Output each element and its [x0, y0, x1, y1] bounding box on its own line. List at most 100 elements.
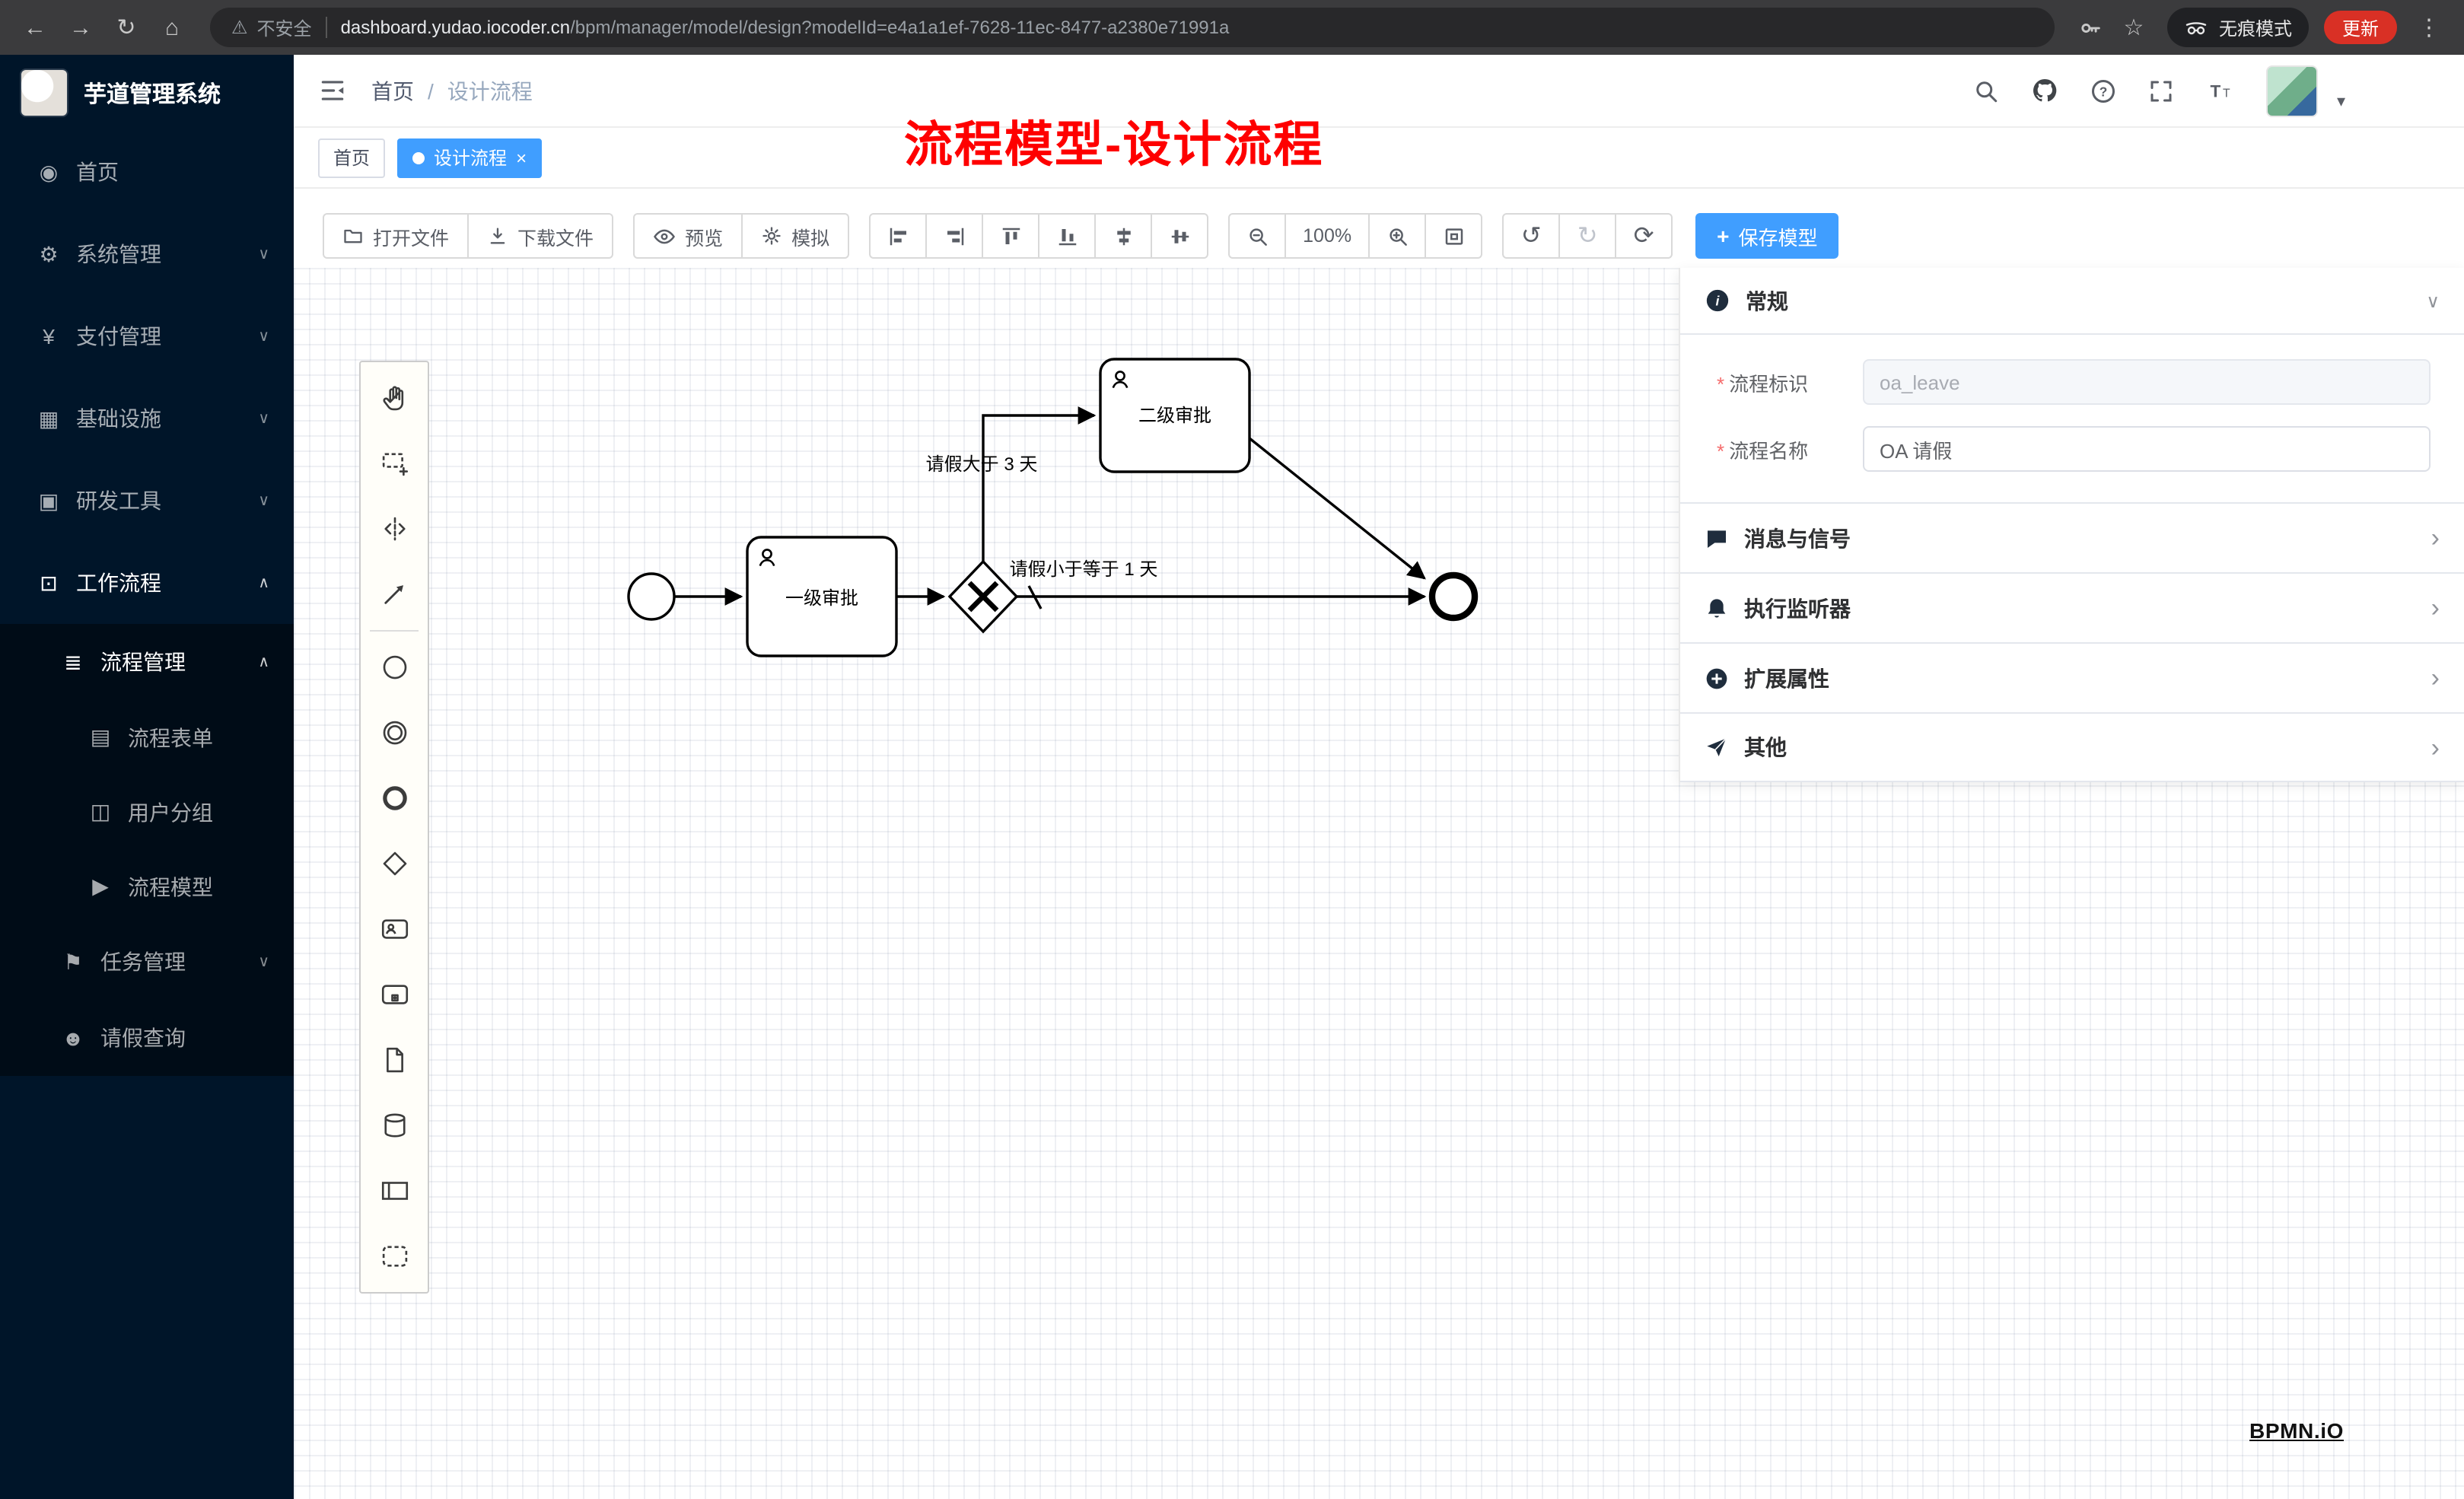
section-other[interactable]: 其他 ›	[1680, 712, 2464, 782]
palette-divider	[370, 630, 419, 632]
create-intermediate-event[interactable]	[361, 700, 428, 765]
annotation-title: 流程模型-设计流程	[904, 117, 1324, 172]
sidebar-item-user-group[interactable]: ◫ 用户分组	[0, 775, 294, 849]
sidebar-collapse-icon[interactable]	[318, 76, 347, 105]
save-model-button[interactable]: + 保存模型	[1695, 213, 1839, 259]
global-connect-tool[interactable]	[361, 562, 428, 627]
browser-update-button[interactable]: 更新	[2323, 11, 2397, 44]
incognito-badge[interactable]: 无痕模式	[2166, 8, 2309, 47]
align-right-button[interactable]	[925, 213, 984, 259]
avatar[interactable]	[2266, 65, 2319, 116]
zoom-fit-button[interactable]	[1425, 213, 1483, 259]
general-section-header[interactable]: i 常规 ∨	[1680, 268, 2464, 335]
github-icon[interactable]	[2031, 76, 2060, 105]
sidebar-item-workflow[interactable]: ⊡ 工作流程 ∧	[0, 542, 294, 624]
create-end-event[interactable]	[361, 765, 428, 831]
user-task-level1[interactable]: 一级审批	[746, 536, 898, 657]
flow-gateway-to-task2[interactable]	[982, 406, 1097, 562]
create-user-task[interactable]	[361, 896, 428, 962]
breadcrumb-home[interactable]: 首页	[371, 78, 414, 103]
create-call-activity[interactable]	[361, 962, 428, 1027]
fit-screen-icon	[1444, 228, 1463, 244]
undo-button[interactable]: ↺	[1502, 213, 1561, 259]
address-bar[interactable]: ⚠ 不安全 dashboard.yudao.iocoder.cn/bpm/man…	[210, 8, 2055, 47]
sidebar-item-process-model[interactable]: ▶ 流程模型	[0, 849, 294, 924]
section-extended-properties[interactable]: 扩展属性 ›	[1680, 642, 2464, 712]
sidebar-item-system[interactable]: ⚙ 系统管理 ∨	[0, 213, 294, 295]
chevron-right-icon: ›	[2431, 733, 2440, 762]
start-event[interactable]	[627, 572, 676, 621]
plus-icon: +	[1717, 224, 1730, 248]
align-left-button[interactable]	[869, 213, 928, 259]
process-name-field-row: *流程名称	[1717, 426, 2431, 472]
align-center-vertical-button[interactable]	[1151, 213, 1209, 259]
sidebar-item-process-form[interactable]: ▤ 流程表单	[0, 700, 294, 775]
download-file-button[interactable]: 下载文件	[467, 213, 614, 259]
browser-forward-button[interactable]: →	[69, 14, 92, 40]
sidebar-item-payment[interactable]: ¥ 支付管理 ∨	[0, 295, 294, 377]
bpmn-diagram[interactable]: 一级审批 请假大于 3 天 请假小于等于 1 天 二级审批	[294, 268, 2464, 1499]
user-task-level2[interactable]: 二级审批	[1099, 358, 1251, 473]
bpmn-io-logo[interactable]: BPMN.iO	[2249, 1418, 2344, 1443]
sidebar-item-devtools[interactable]: ▣ 研发工具 ∨	[0, 460, 294, 542]
caret-down-icon[interactable]: ▾	[2336, 93, 2345, 111]
condition-label-gt3[interactable]: 请假大于 3 天	[926, 454, 1038, 475]
hand-tool[interactable]	[361, 365, 428, 431]
tab-home[interactable]: 首页	[318, 138, 386, 177]
flow-task2-to-end[interactable]	[1248, 437, 1426, 580]
bpmn-palette	[359, 361, 429, 1294]
align-bottom-button[interactable]	[1038, 213, 1097, 259]
sidebar-item-label: 流程表单	[128, 725, 213, 750]
security-label[interactable]: 不安全	[256, 18, 312, 39]
create-group[interactable]	[361, 1224, 428, 1289]
redo-button[interactable]: ↻	[1558, 213, 1617, 259]
help-icon[interactable]: ?	[2090, 77, 2118, 104]
simulate-button[interactable]: 模拟	[741, 213, 850, 259]
sidebar-item-process-management[interactable]: ≣ 流程管理 ∧	[0, 624, 294, 700]
sidebar-item-home[interactable]: ◉ 首页	[0, 131, 294, 213]
align-top-button[interactable]	[982, 213, 1040, 259]
plus-circle-icon	[1706, 667, 1727, 689]
infra-icon: ▦	[38, 406, 59, 430]
key-icon[interactable]	[2073, 9, 2109, 46]
section-message-signal[interactable]: 消息与信号 ›	[1680, 502, 2464, 572]
chevron-right-icon: ›	[2431, 594, 2440, 622]
align-center-horizontal-button[interactable]	[1094, 213, 1153, 259]
create-data-store[interactable]	[361, 1093, 428, 1158]
zoom-out-button[interactable]	[1228, 213, 1287, 259]
create-start-event[interactable]	[361, 635, 428, 700]
preview-button[interactable]: 预览	[633, 213, 743, 259]
sidebar-item-leave-query[interactable]: ☻ 请假查询	[0, 1000, 294, 1076]
space-tool[interactable]	[361, 496, 428, 562]
browser-back-button[interactable]: ←	[24, 14, 46, 40]
condition-label-le1[interactable]: 请假小于等于 1 天	[1010, 559, 1158, 580]
process-name-input[interactable]	[1863, 426, 2431, 472]
section-execution-listener[interactable]: 执行监听器 ›	[1680, 572, 2464, 642]
browser-home-button[interactable]: ⌂	[164, 14, 180, 40]
bookmark-star-icon[interactable]: ☆	[2123, 15, 2144, 41]
fullscreen-icon[interactable]	[2148, 77, 2176, 104]
gear-icon	[762, 227, 781, 245]
browser-menu-icon[interactable]: ⋮	[2418, 15, 2440, 41]
zoom-in-button[interactable]	[1368, 213, 1427, 259]
create-gateway[interactable]	[361, 831, 428, 896]
zoom-level-button[interactable]: 100%	[1285, 213, 1370, 259]
app-logo[interactable]: 芋道管理系统	[0, 55, 294, 131]
create-data-object[interactable]	[361, 1027, 428, 1093]
tab-design-process[interactable]: 设计流程 ×	[397, 138, 543, 177]
browser-reload-button[interactable]: ↻	[116, 15, 136, 41]
sidebar-item-label: 工作流程	[76, 571, 161, 595]
lasso-tool[interactable]	[361, 431, 428, 496]
close-icon[interactable]: ×	[516, 147, 527, 168]
open-file-button[interactable]: 打开文件	[323, 213, 470, 259]
end-event[interactable]	[1428, 571, 1479, 622]
exclusive-gateway[interactable]	[947, 559, 1019, 634]
create-participant[interactable]	[361, 1158, 428, 1224]
restart-button[interactable]: ⟳	[1615, 213, 1673, 259]
sidebar-item-task-management[interactable]: ⚑ 任务管理 ∨	[0, 924, 294, 1000]
process-key-input[interactable]	[1863, 359, 2431, 405]
sidebar-item-infra[interactable]: ▦ 基础设施 ∨	[0, 377, 294, 460]
search-icon[interactable]	[1973, 77, 2001, 104]
